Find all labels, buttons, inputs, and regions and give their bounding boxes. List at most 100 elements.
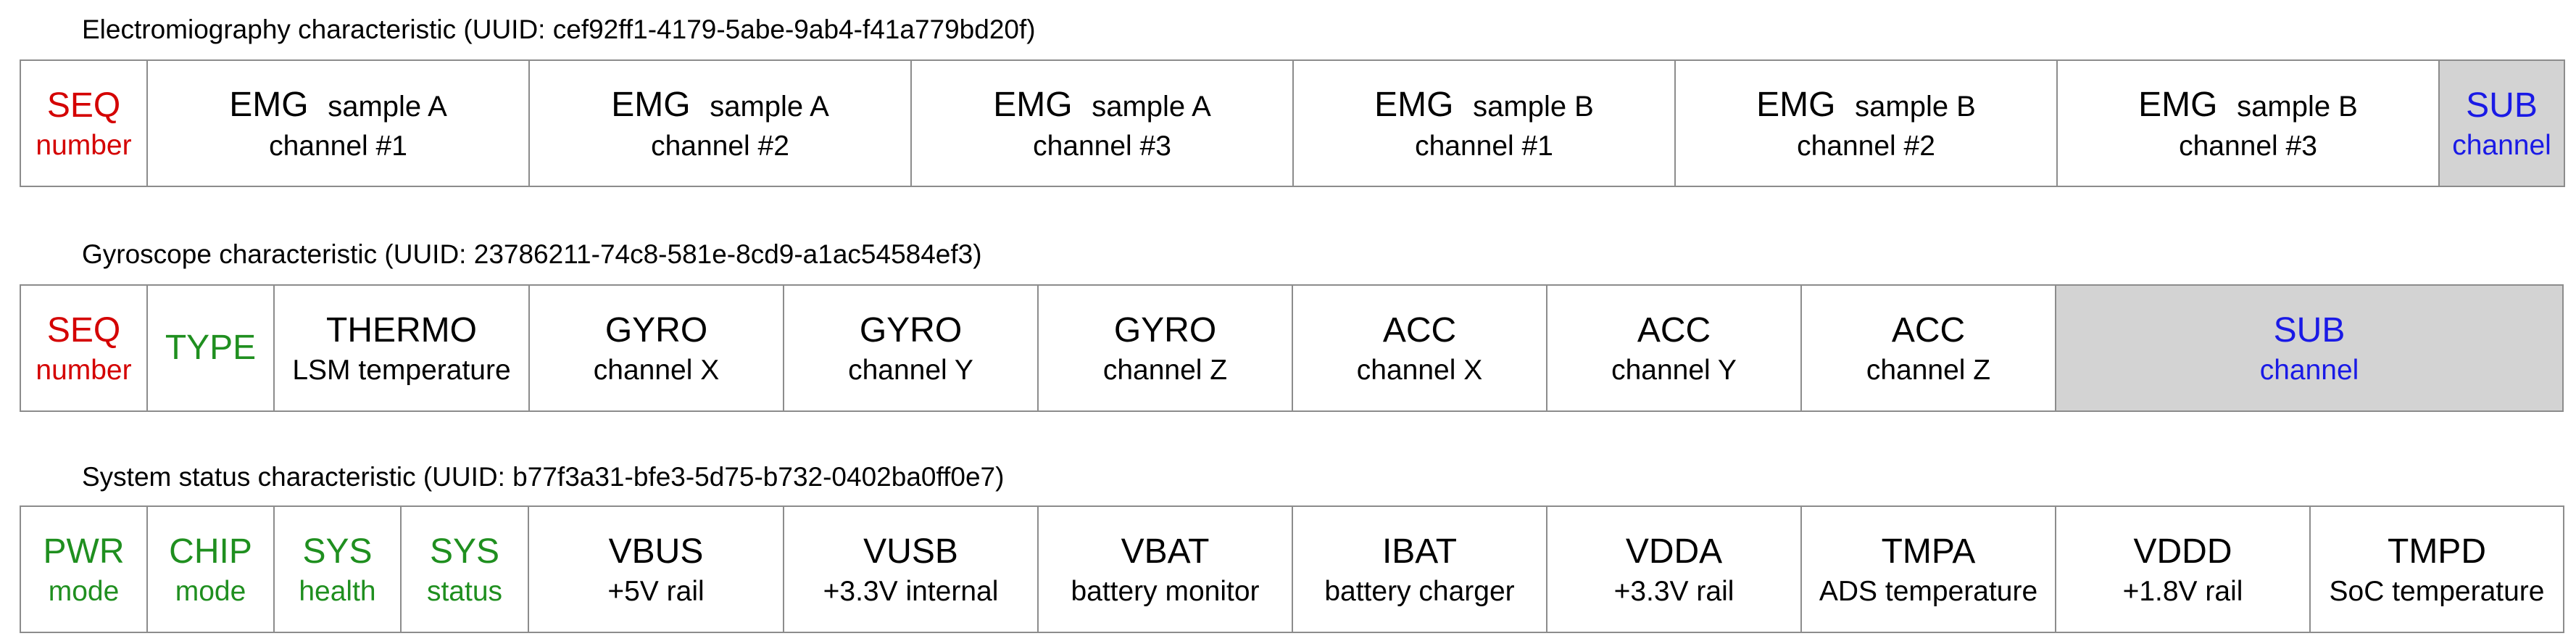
field-name: SUB xyxy=(2466,86,2538,125)
field-desc: channel #3 xyxy=(2179,131,2317,162)
status-packet-row: PWR mode CHIP mode SYS health SYS status… xyxy=(20,505,2564,633)
field-name: VBAT xyxy=(1121,532,1210,571)
field-desc: mode xyxy=(48,576,120,607)
field-name: VUSB xyxy=(863,532,958,571)
emg-characteristic-title: Electromiography characteristic (UUID: c… xyxy=(82,15,1036,44)
field-name: TMPA xyxy=(1881,532,1976,571)
gyro-packet-row: SEQ number TYPE THERMO LSM temperature G… xyxy=(20,284,2564,412)
acc-field: ACC channel Y xyxy=(1547,286,1802,410)
field-sample: sample B xyxy=(2237,91,2358,123)
field-name: EMG xyxy=(993,86,1073,124)
field-name: GYRO xyxy=(1113,311,1217,350)
vddd-field: VDDD +1.8V rail xyxy=(2056,507,2311,632)
vbat-field: VBAT battery monitor xyxy=(1039,507,1293,632)
field-name: SEQ xyxy=(46,311,121,350)
emg-sample-field: EMG sample B channel #2 xyxy=(1676,61,2058,186)
field-name: CHIP xyxy=(169,532,252,571)
field-name: GYRO xyxy=(604,311,708,350)
tmpa-field: TMPA ADS temperature xyxy=(1802,507,2056,632)
field-desc: +3.3V internal xyxy=(823,576,999,607)
field-desc: ADS temperature xyxy=(1819,576,2038,607)
field-name: SYS xyxy=(302,532,373,571)
field-sample: sample B xyxy=(1855,91,1976,123)
sys-health-field: SYS health xyxy=(275,507,402,632)
field-sample: sample B xyxy=(1473,91,1594,123)
field-desc: +5V rail xyxy=(607,576,705,607)
status-characteristic-title: System status characteristic (UUID: b77f… xyxy=(82,462,1005,492)
field-name: SEQ xyxy=(46,86,121,125)
field-desc: channel Y xyxy=(1611,355,1737,386)
acc-field: ACC channel X xyxy=(1293,286,1547,410)
seq-number-field: SEQ number xyxy=(21,61,148,186)
field-desc: health xyxy=(299,576,376,607)
field-desc: SoC temperature xyxy=(2329,576,2545,607)
field-desc: channel #2 xyxy=(1797,131,1935,162)
field-desc: channel #2 xyxy=(651,131,789,162)
ibat-field: IBAT battery charger xyxy=(1293,507,1547,632)
gyro-field: GYRO channel Y xyxy=(784,286,1039,410)
vdda-field: VDDA +3.3V rail xyxy=(1547,507,1802,632)
field-desc: +1.8V rail xyxy=(2122,576,2243,607)
field-name: ACC xyxy=(1891,311,1966,350)
field-desc: +3.3V rail xyxy=(1613,576,1734,607)
field-desc: channel #1 xyxy=(269,131,407,162)
field-sample: sample A xyxy=(710,91,829,123)
acc-field: ACC channel Z xyxy=(1802,286,2056,410)
field-desc: battery charger xyxy=(1324,576,1515,607)
subchannel-field: SUB channel xyxy=(2056,286,2564,410)
field-sample: sample A xyxy=(1092,91,1211,123)
field-desc: channel X xyxy=(593,355,720,386)
vusb-field: VUSB +3.3V internal xyxy=(784,507,1039,632)
vbus-field: VBUS +5V rail xyxy=(529,507,784,632)
chip-mode-field: CHIP mode xyxy=(148,507,275,632)
gyro-characteristic-title: Gyroscope characteristic (UUID: 23786211… xyxy=(82,239,982,269)
field-name: SUB xyxy=(2273,311,2346,350)
gyro-field: GYRO channel X xyxy=(530,286,784,410)
seq-number-field: SEQ number xyxy=(21,286,148,410)
field-name: VDDD xyxy=(2133,532,2232,571)
field-name: GYRO xyxy=(859,311,963,350)
field-name: TMPD xyxy=(2388,532,2486,571)
subchannel-field: SUB channel xyxy=(2440,61,2565,186)
field-name: EMG xyxy=(229,86,309,124)
field-name: EMG xyxy=(1374,86,1454,124)
field-name: SYS xyxy=(429,532,500,571)
type-field: TYPE xyxy=(148,286,275,410)
field-name: EMG xyxy=(1756,86,1836,124)
emg-sample-field: EMG sample A channel #3 xyxy=(912,61,1294,186)
emg-sample-field: EMG sample A channel #2 xyxy=(530,61,912,186)
field-desc: LSM temperature xyxy=(292,355,511,386)
field-desc: channel #3 xyxy=(1033,131,1171,162)
field-name: ACC xyxy=(1382,311,1457,350)
emg-packet-row: SEQ number EMG sample A channel #1 EMG s… xyxy=(20,59,2565,187)
field-name: EMG xyxy=(611,86,691,124)
field-name: ACC xyxy=(1637,311,1711,350)
field-desc: channel Z xyxy=(1102,355,1228,386)
field-desc: channel #1 xyxy=(1415,131,1553,162)
field-desc: number xyxy=(36,355,132,386)
thermo-field: THERMO LSM temperature xyxy=(275,286,530,410)
field-desc: battery monitor xyxy=(1071,576,1260,607)
field-name: PWR xyxy=(43,532,125,571)
field-name: EMG xyxy=(2138,86,2218,124)
field-name: VDDA xyxy=(1625,532,1723,571)
gyro-field: GYRO channel Z xyxy=(1039,286,1293,410)
field-desc: channel xyxy=(2259,355,2359,386)
sys-status-field: SYS status xyxy=(402,507,529,632)
tmpd-field: TMPD SoC temperature xyxy=(2311,507,2564,632)
field-name: IBAT xyxy=(1382,532,1458,571)
field-desc: channel Z xyxy=(1866,355,1991,386)
field-desc: mode xyxy=(175,576,246,607)
field-desc: channel X xyxy=(1356,355,1483,386)
emg-sample-field: EMG sample A channel #1 xyxy=(148,61,530,186)
emg-sample-field: EMG sample B channel #1 xyxy=(1294,61,1676,186)
field-sample: sample A xyxy=(328,91,447,123)
field-desc: number xyxy=(36,130,132,161)
field-name: THERMO xyxy=(326,311,477,350)
field-name: TYPE xyxy=(165,329,257,367)
field-name: VBUS xyxy=(608,532,704,571)
field-desc: channel xyxy=(2452,130,2551,161)
field-desc: status xyxy=(426,576,503,607)
pwr-mode-field: PWR mode xyxy=(21,507,148,632)
field-desc: channel Y xyxy=(848,355,973,386)
